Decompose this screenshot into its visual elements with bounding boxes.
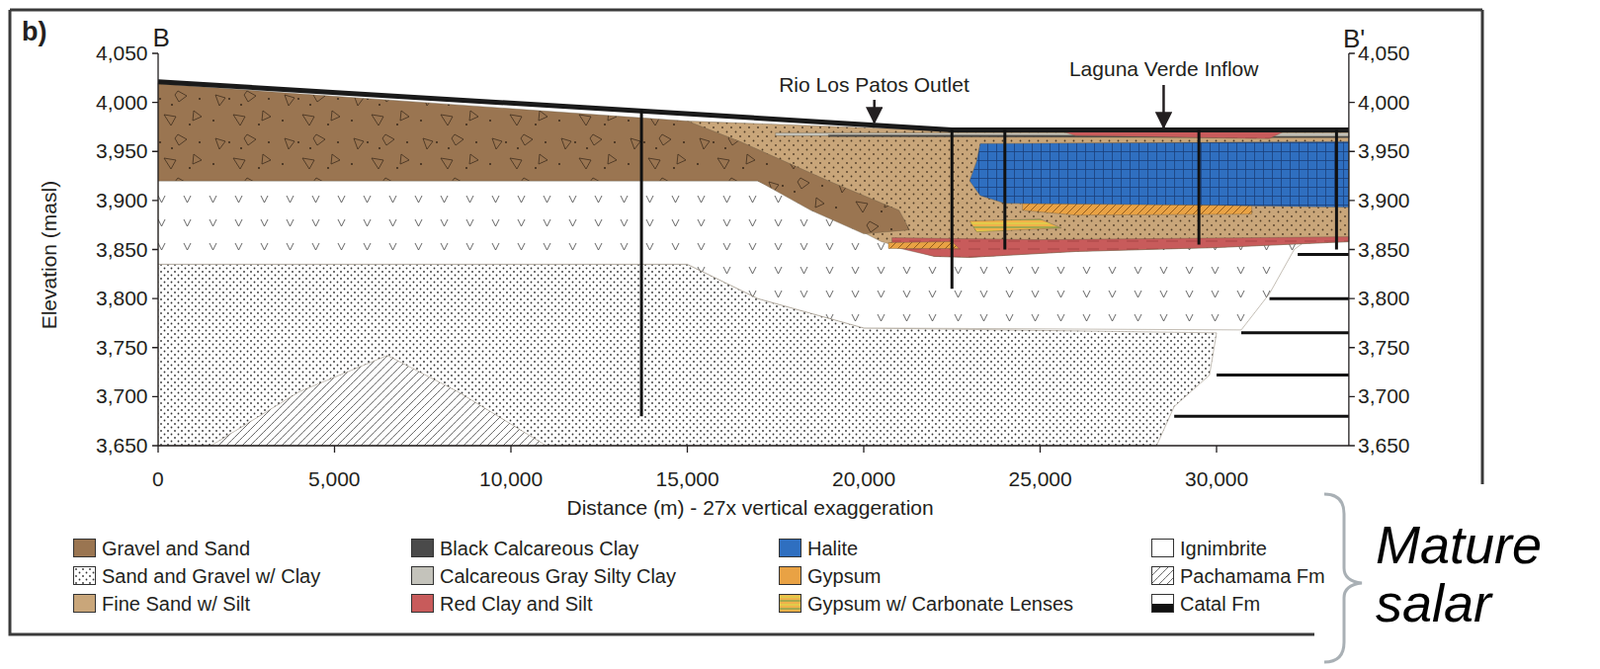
legend-label: Sand and Gravel w/ Clay xyxy=(101,565,321,589)
axes xyxy=(152,53,1355,453)
legend-label: Black Calcareous Clay xyxy=(439,537,639,561)
y-tick-label: 3,950 xyxy=(1357,139,1411,164)
y-tick-label: 3,850 xyxy=(95,238,149,262)
legend-swatch xyxy=(778,593,802,613)
borehole xyxy=(950,129,954,289)
legend-swatch xyxy=(411,538,434,558)
geology xyxy=(152,53,1355,453)
x-tick-label: 30,000 xyxy=(1184,467,1249,492)
borehole xyxy=(1335,129,1339,250)
legend-label: Catal Fm xyxy=(1179,592,1261,616)
legend-label: Gypsum xyxy=(807,565,881,589)
frame xyxy=(9,9,1483,635)
borehole xyxy=(1003,129,1007,250)
catal-fm-line xyxy=(1174,415,1349,419)
legend-swatch xyxy=(411,593,434,613)
y-tick-label: 3,900 xyxy=(1357,188,1411,213)
y-tick-label: 3,950 xyxy=(95,139,149,164)
halite xyxy=(969,141,1349,207)
swatch-fill xyxy=(1152,594,1174,612)
y-tick-label: 4,050 xyxy=(1357,41,1411,66)
legend-swatch xyxy=(73,593,96,613)
legend-swatch xyxy=(411,566,434,586)
swatch-fill xyxy=(1152,539,1174,557)
catal-fm-line xyxy=(1269,297,1349,301)
legend-swatch xyxy=(1151,566,1175,586)
y-tick-label: 3,750 xyxy=(1357,336,1411,360)
catal-fm-line xyxy=(1241,331,1349,335)
legend-label: Red Clay and Silt xyxy=(439,592,593,616)
legend-label: Ignimbrite xyxy=(1179,537,1267,561)
x-tick-label: 5,000 xyxy=(308,467,361,492)
y-tick-label: 3,800 xyxy=(1357,286,1411,311)
gypsum-carbonate xyxy=(969,219,1062,233)
y-tick-label: 3,900 xyxy=(95,188,149,213)
legend-swatch xyxy=(778,538,802,558)
x-tick-label: 0 xyxy=(152,467,165,492)
y-tick-label: 3,650 xyxy=(1357,433,1411,458)
legend-swatch xyxy=(1151,538,1175,558)
swatch-fill xyxy=(74,567,95,585)
axis-title: Distance (m) - 27x vertical exaggeration xyxy=(567,496,934,520)
annotation: Mature salar xyxy=(1375,515,1589,634)
y-tick-label: 4,050 xyxy=(95,41,149,66)
legend-swatch xyxy=(778,566,802,586)
y-tick-label: 3,650 xyxy=(95,433,149,458)
legend-label: Pachamama Fm xyxy=(1179,565,1326,589)
y-tick-label: 3,800 xyxy=(95,286,149,311)
swatch-fill xyxy=(779,594,801,612)
legend-label: Fine Sand w/ Silt xyxy=(101,592,251,616)
y-tick-label: 3,850 xyxy=(1357,238,1411,262)
y-tick-label: 3,750 xyxy=(95,336,149,360)
inflow-arrow xyxy=(1162,84,1166,128)
y-tick-label: 3,700 xyxy=(95,384,149,409)
catal-fm-line xyxy=(1297,252,1349,256)
legend-swatch xyxy=(1151,593,1175,613)
pachamama-fm xyxy=(211,355,547,446)
borehole xyxy=(640,109,644,418)
borehole xyxy=(1197,129,1201,245)
x-tick-label: 20,000 xyxy=(832,467,896,492)
legend-label: Gravel and Sand xyxy=(101,537,251,561)
legend-label: Gypsum w/ Carbonate Lenses xyxy=(807,592,1074,616)
x-tick-label: 10,000 xyxy=(479,467,543,492)
y-tick-label: 3,700 xyxy=(1357,384,1411,409)
ground-surface xyxy=(158,82,1349,131)
callout-label: Laguna Verde Inflow xyxy=(1069,57,1259,82)
bracket xyxy=(1324,494,1362,663)
outlet-arrow xyxy=(872,99,876,123)
red-clay-lower xyxy=(892,237,1349,258)
x-tick-label: 15,000 xyxy=(656,467,720,492)
swatch-fill xyxy=(1152,567,1174,585)
callout-label: Rio Los Patos Outlet xyxy=(778,73,970,97)
legend-label: Calcareous Gray Silty Clay xyxy=(439,565,676,589)
catal-fm-line xyxy=(1216,373,1349,377)
legend-label: Halite xyxy=(807,537,858,561)
y-tick-label: 4,000 xyxy=(95,90,149,115)
axis-title: Elevation (masl) xyxy=(37,180,62,331)
y-tick-label: 4,000 xyxy=(1357,90,1411,115)
legend-swatch xyxy=(73,566,96,586)
panel-letter: b) xyxy=(21,16,47,48)
section-end: B xyxy=(153,23,170,54)
gypsum-small xyxy=(888,242,959,250)
x-tick-label: 25,000 xyxy=(1009,467,1073,492)
legend-swatch xyxy=(73,538,96,558)
